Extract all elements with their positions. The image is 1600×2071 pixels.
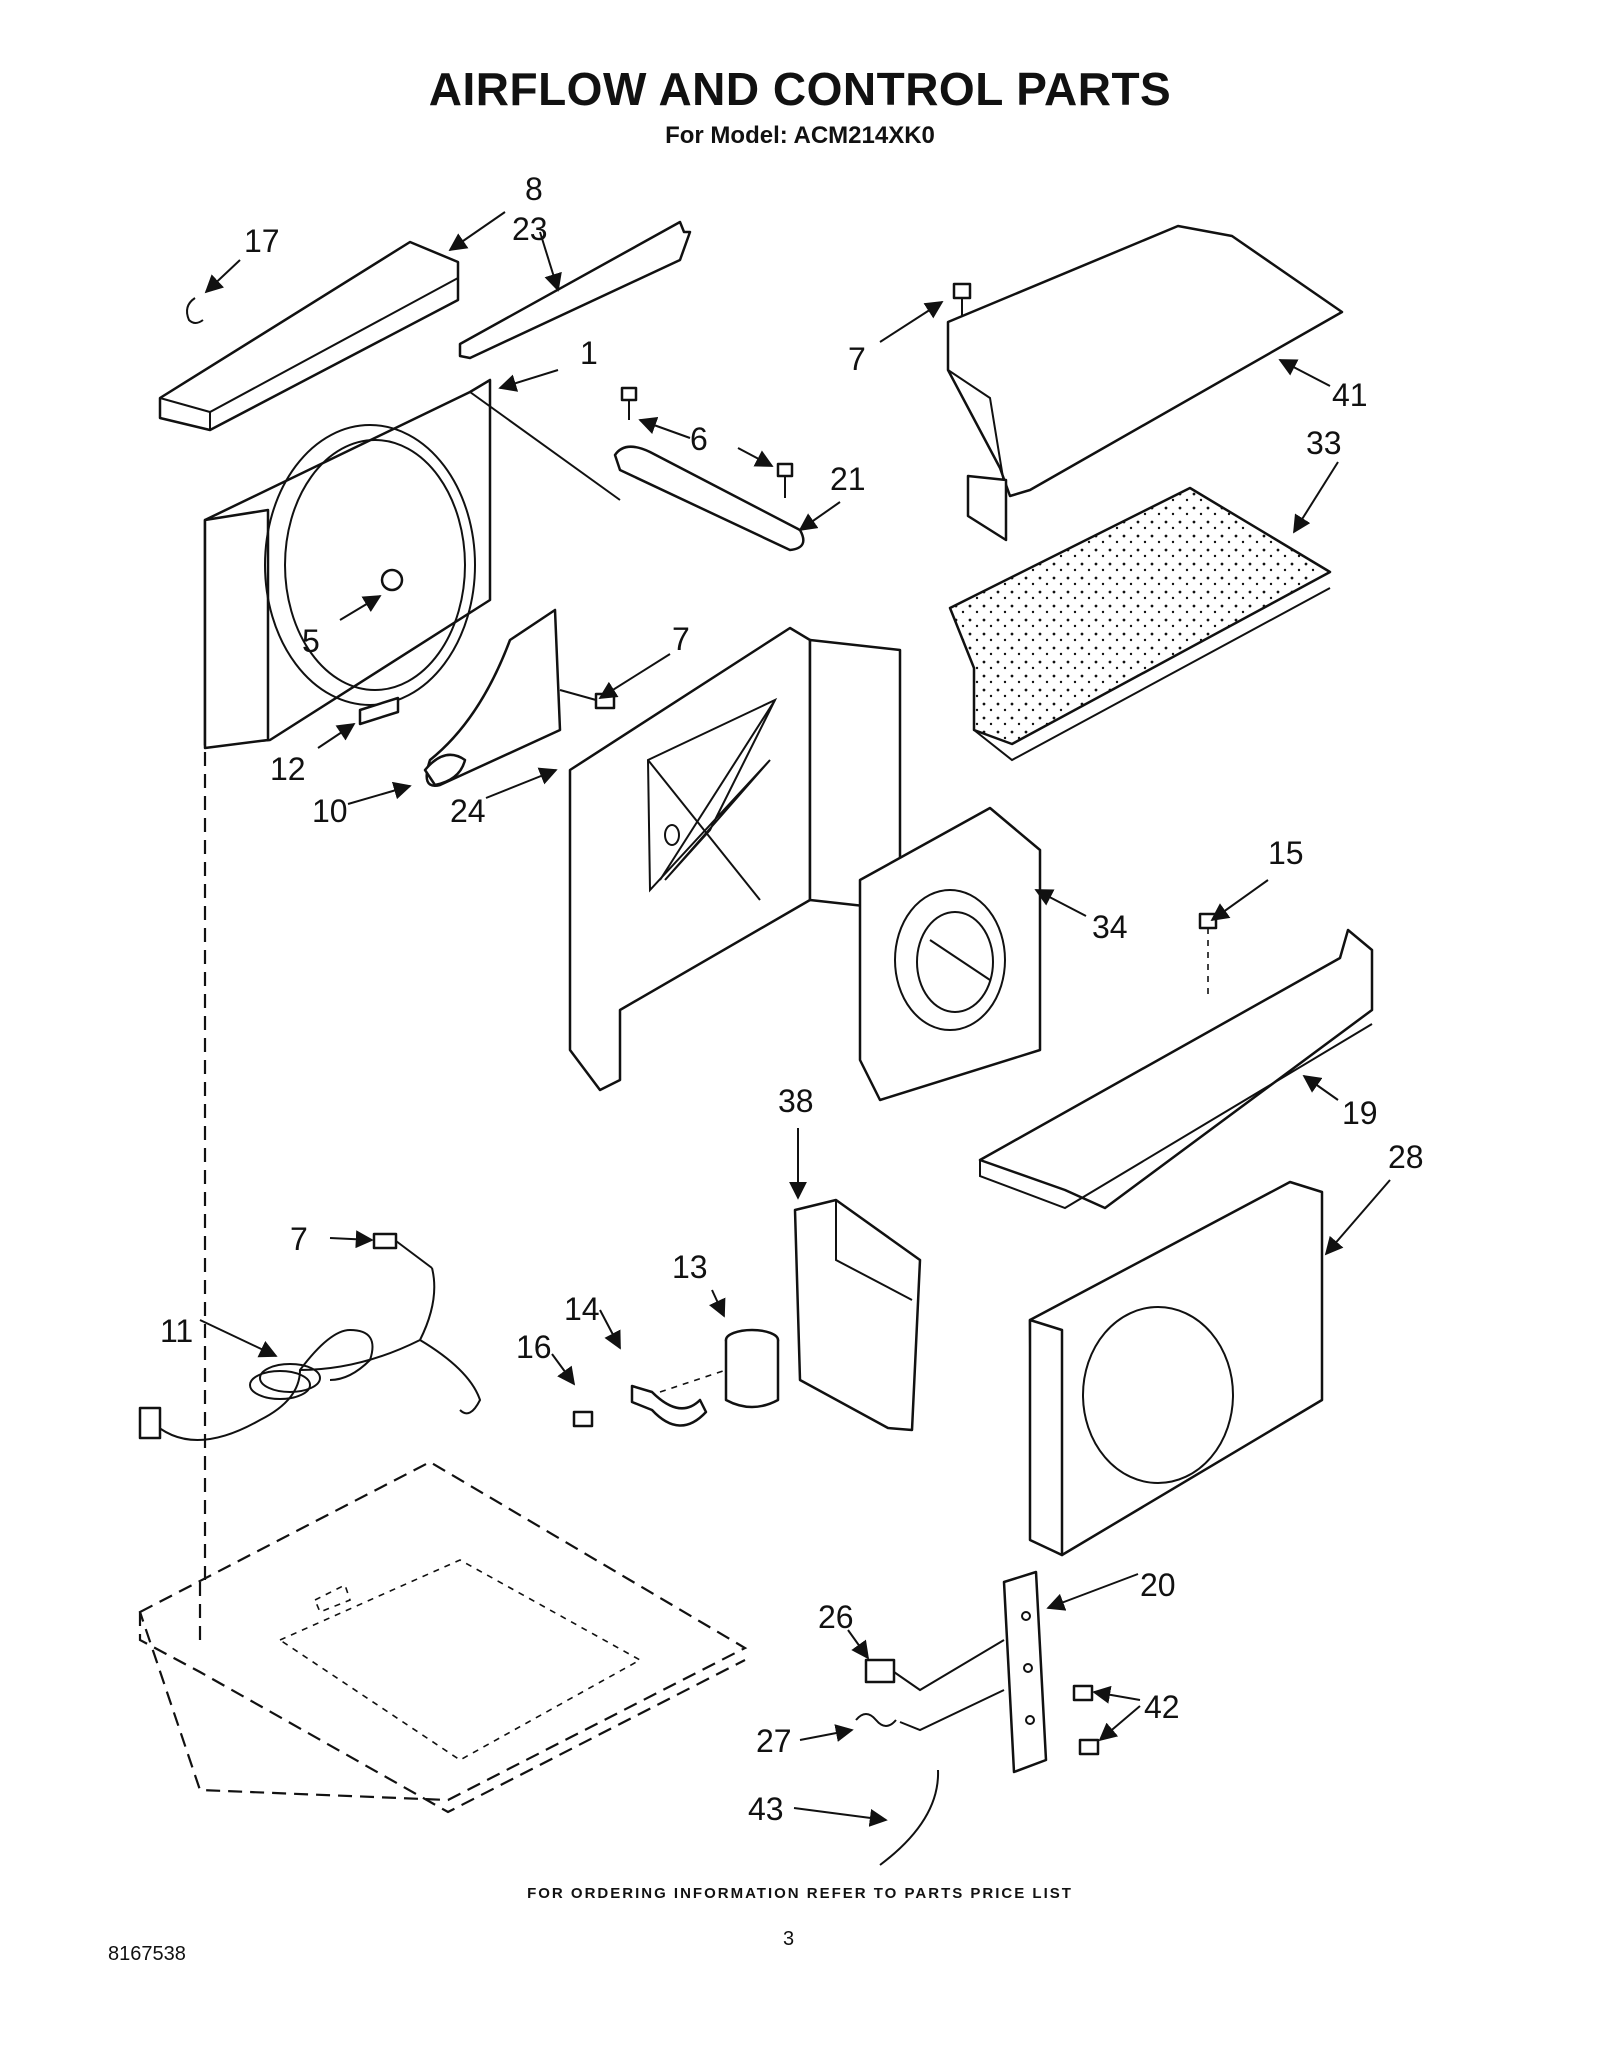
- callout-42: 42: [1144, 1689, 1180, 1725]
- leader-lines: [199, 211, 1391, 1827]
- part-14-strap: [630, 1369, 727, 1427]
- model-subtitle: For Model: ACM214XK0: [665, 122, 935, 149]
- part-43-tube: [879, 1769, 940, 1866]
- part-28-orifice-panel: [1028, 1180, 1324, 1557]
- part-16-screw: [572, 1410, 594, 1428]
- part-17-clip: [186, 297, 204, 324]
- callout-labels: 8 23 17 1 6 21 7 41 33 5 7 12 10 24 34 1…: [160, 171, 1424, 1827]
- part-27-thermostat: [855, 1689, 1005, 1732]
- callout-6: 6: [690, 421, 708, 457]
- callout-19: 19: [1342, 1095, 1378, 1131]
- page-number: 3: [783, 1928, 795, 1950]
- part-13-capacitor: [724, 1328, 780, 1409]
- part-6-screws: [620, 386, 794, 498]
- callout-38: 38: [778, 1083, 814, 1119]
- callout-1: 1: [580, 335, 598, 371]
- callout-34: 34: [1092, 909, 1128, 945]
- ordering-note: FOR ORDERING INFORMATION REFER TO PARTS …: [527, 1885, 1073, 1902]
- callout-15: 15: [1268, 835, 1304, 871]
- part-11-power-cord: [138, 1267, 482, 1441]
- callout-12: 12: [270, 751, 306, 787]
- part-24-partition: [568, 626, 902, 1092]
- callout-23: 23: [512, 211, 548, 247]
- page-title: AIRFLOW AND CONTROL PARTS: [428, 63, 1172, 115]
- callout-16: 16: [516, 1329, 552, 1365]
- part-15-screw: [1198, 912, 1218, 1000]
- callout-7-middle: 7: [672, 621, 690, 657]
- callout-24: 24: [450, 793, 486, 829]
- callout-21: 21: [830, 461, 866, 497]
- document-number: 8167538: [108, 1943, 186, 1965]
- part-7-screw-lower: [372, 1232, 433, 1269]
- callout-28: 28: [1388, 1139, 1424, 1175]
- callout-5: 5: [302, 623, 320, 659]
- part-21-bracket: [613, 445, 805, 552]
- callout-33: 33: [1306, 425, 1342, 461]
- callout-41: 41: [1332, 377, 1368, 413]
- base-pan: [138, 1460, 748, 1814]
- part-33-filter: [948, 486, 1332, 762]
- callout-11: 11: [160, 1313, 193, 1349]
- callout-7-top: 7: [848, 341, 866, 377]
- callout-13: 13: [672, 1249, 708, 1285]
- callout-14: 14: [564, 1291, 600, 1327]
- callout-26: 26: [818, 1599, 854, 1635]
- callout-20: 20: [1140, 1567, 1176, 1603]
- part-41-top-cover: [946, 224, 1344, 542]
- part-34-blower-housing: [858, 806, 1042, 1102]
- callout-7-lower: 7: [290, 1221, 308, 1257]
- callout-8: 8: [525, 171, 543, 207]
- part-38-control-bracket: [793, 1198, 922, 1432]
- part-42-screws: [1072, 1684, 1100, 1756]
- callout-10: 10: [312, 793, 348, 829]
- part-10-scroll: [423, 608, 562, 787]
- part-5-nut: [380, 568, 404, 592]
- part-7-screw-middle: [559, 689, 616, 710]
- callout-43: 43: [748, 1791, 784, 1827]
- part-8-top-rail: [158, 240, 460, 432]
- part-20-control-plate: [1002, 1570, 1048, 1774]
- part-26-switch: [864, 1639, 1005, 1692]
- callout-27: 27: [756, 1723, 792, 1759]
- callout-17: 17: [244, 223, 280, 259]
- part-23-strip: [458, 220, 692, 360]
- part-19-base-bracket: [978, 928, 1374, 1210]
- part-12-block: [358, 696, 400, 726]
- part-1-fan-shroud: [203, 378, 621, 750]
